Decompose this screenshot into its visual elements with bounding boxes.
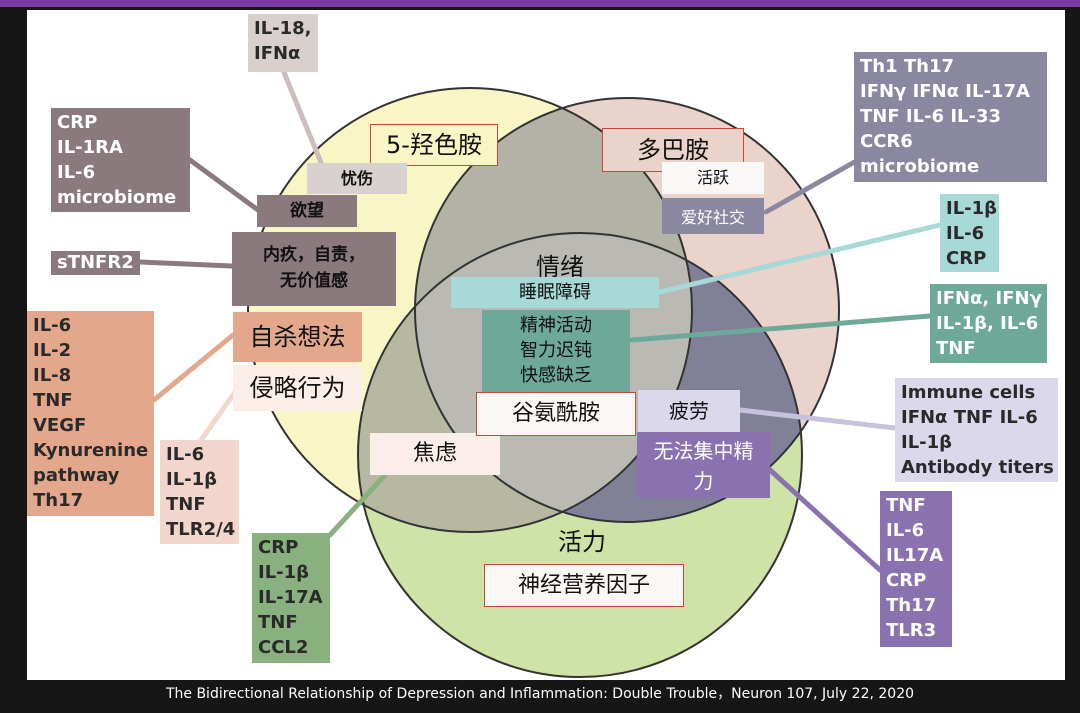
top-accent-bar (0, 0, 1080, 7)
emotion-label: 情绪 (536, 253, 584, 281)
crp-bottom-box: CRP IL-1β IL-17A TNF CCL2 (252, 533, 330, 663)
fatigue-label: 疲劳 (638, 390, 740, 432)
ifna-right-box: IFNα, IFNγ IL-1β, IL-6 TNF (930, 284, 1047, 363)
anxiety-label: 焦虑 (370, 433, 500, 475)
glutamine-label: 谷氨酰胺 (476, 392, 636, 436)
il18-box: IL-18, IFNα (248, 14, 318, 72)
il1b-right-box: IL-1β IL-6 CRP (940, 194, 999, 272)
guilt-label: 内疚，自责， 无价值感 (232, 232, 396, 306)
connector-il18 (280, 67, 325, 168)
th1-box: Th1 Th17 IFNγ IFNα IL-17A TNF IL-6 IL-33… (854, 52, 1047, 182)
watermark: 闲谈 Immunology (790, 646, 1050, 680)
sleep-label: 睡眠障碍 (451, 277, 659, 308)
connector-il1b-right (657, 222, 943, 295)
il6-left-box: IL-6 IL-2 IL-8 TNF VEGF Kynurenine pathw… (27, 311, 154, 516)
immune-box: Immune cells IFNα TNF IL-6 IL-1β Antibod… (895, 378, 1058, 482)
connector-stnfr2 (137, 259, 235, 269)
connector-tnf-right (767, 467, 883, 573)
connector-crp-bottom (327, 472, 388, 538)
social-label: 爱好社交 (662, 198, 764, 234)
tnf-right-box: TNF IL-6 IL17A CRP Th17 TLR3 (880, 491, 952, 647)
stnfr2-box: sTNFR2 (51, 251, 140, 275)
il6-mid-box: IL-6 IL-1β TNF TLR2/4 (160, 440, 239, 544)
connector-th1 (763, 157, 861, 215)
concentration-label: 无法集中精 力 (637, 432, 770, 498)
neurotrophic-label: 神经营养因子 (484, 564, 684, 607)
crp-left-box: CRP IL-1RA IL-6 microbiome (51, 108, 190, 212)
cognition-label: 精神活动 智力迟钝 快感缺乏 (482, 310, 630, 392)
watermark-text: 闲谈 Immunology (834, 651, 1048, 680)
suicidal-label: 自杀想法 (233, 312, 362, 362)
sadness-label: 忧伤 (307, 163, 407, 194)
serotonin-title: 5-羟色胺 (370, 124, 498, 166)
connector-crp-left (187, 157, 261, 213)
connector-il6-left (151, 332, 236, 403)
connector-ifna-right (629, 313, 933, 343)
desire-label: 欲望 (257, 195, 357, 227)
aggression-label: 侵略行为 (233, 365, 362, 411)
connector-immune (737, 407, 898, 431)
vitality-label: 活力 (558, 528, 606, 556)
active-label: 活跃 (662, 162, 764, 194)
wechat-icon (791, 648, 828, 676)
citation-text: The Bidirectional Relationship of Depres… (165, 686, 915, 702)
